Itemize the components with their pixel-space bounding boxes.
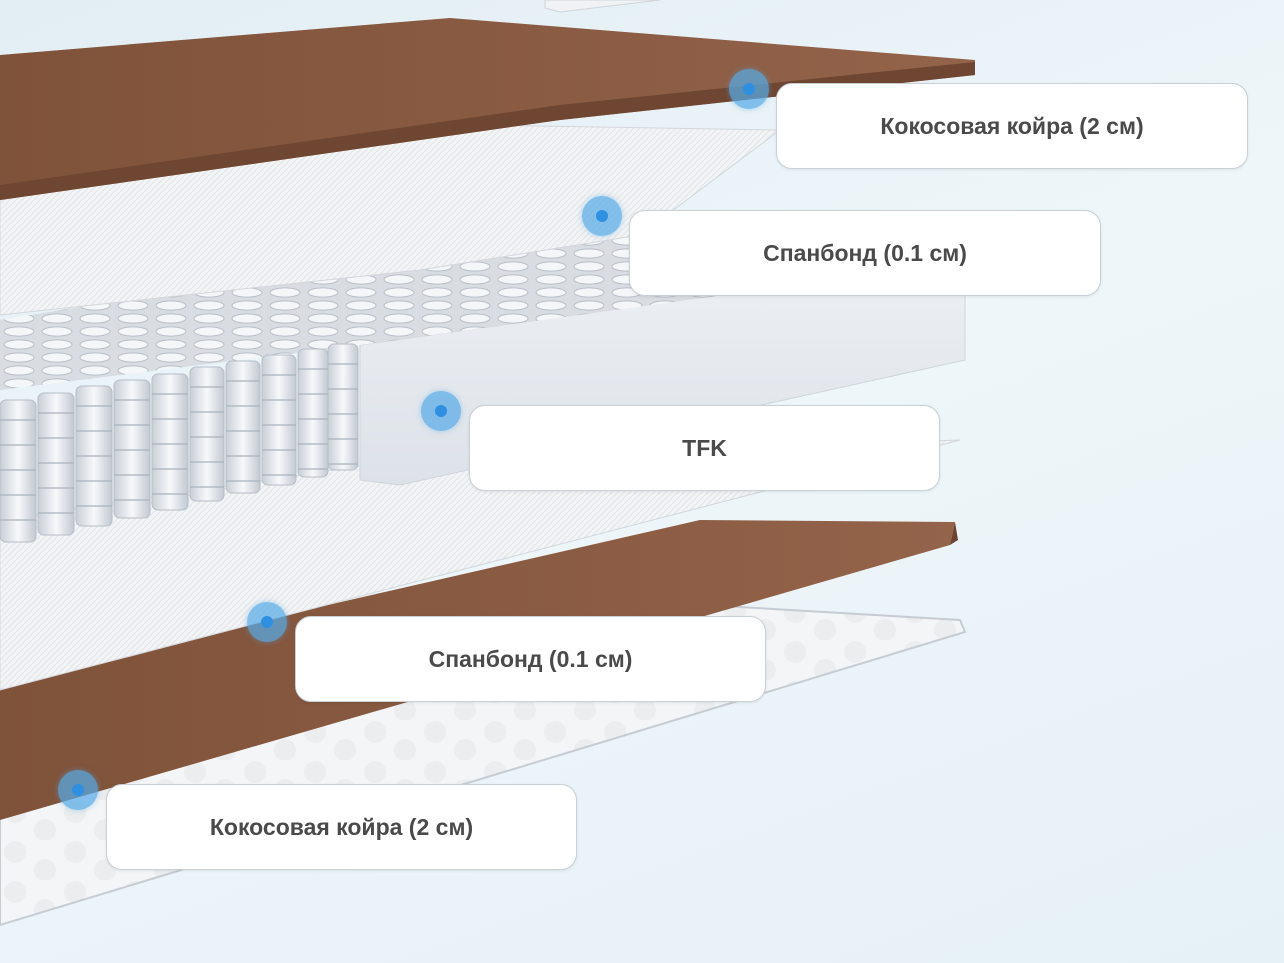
- marker-dot-top-coir[interactable]: [729, 69, 769, 109]
- label-tfk: TFK: [469, 405, 940, 491]
- pocket-springs: [0, 343, 359, 543]
- label-bottom-coir: Кокосовая койра (2 см): [106, 784, 577, 870]
- label-bottom-coir-text: Кокосовая койра (2 см): [209, 813, 474, 840]
- label-bottom-spunbond: Спанбонд (0.1 см): [295, 616, 766, 702]
- label-top-spunbond: Спанбонд (0.1 см): [629, 210, 1101, 296]
- label-top-spunbond-text: Спанбонд (0.1 см): [763, 239, 967, 266]
- marker-dot-bottom-spunbond[interactable]: [247, 602, 287, 642]
- label-bottom-spunbond-text: Спанбонд (0.1 см): [428, 645, 633, 672]
- marker-dot-top-spunbond[interactable]: [582, 196, 622, 236]
- label-top-coir-text: Кокосовая койра (2 см): [880, 112, 1144, 139]
- marker-dot-tfk[interactable]: [421, 391, 461, 431]
- marker-dot-bottom-coir[interactable]: [58, 770, 98, 810]
- label-tfk-text: TFK: [682, 434, 727, 461]
- label-top-coir: Кокосовая койра (2 см): [776, 83, 1248, 169]
